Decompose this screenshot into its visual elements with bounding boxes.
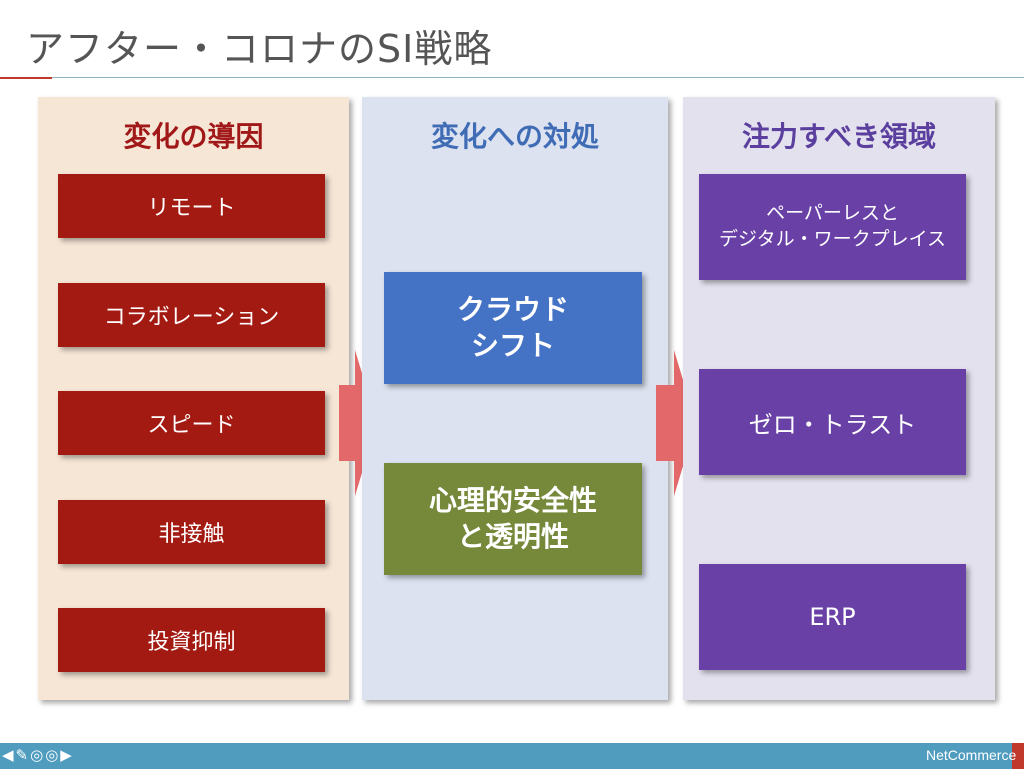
causes-panel: 変化の導因 リモート コラボレーション スピード 非接触 投資抑制	[38, 97, 349, 700]
cause-item-investment-restraint: 投資抑制	[58, 608, 325, 672]
footer-accent	[1012, 743, 1024, 769]
response-item-psychological-safety: 心理的安全性 と透明性	[384, 463, 642, 575]
focus-item-erp: ERP	[699, 564, 966, 670]
focus-heading: 注力すべき領域	[741, 120, 937, 153]
causes-heading: 変化の導因	[123, 120, 264, 153]
focus-item-paperless: ペーパーレスと デジタル・ワークプレイス	[699, 174, 966, 280]
cause-item-contactless: 非接触	[58, 500, 325, 564]
brand-logo: NetCommerce	[926, 747, 1017, 763]
focus-item-zero-trust: ゼロ・トラスト	[699, 369, 966, 475]
slide-nav-icons[interactable]: ◀✎◎◎▶	[2, 746, 74, 764]
slide-title: アフター・コロナのSI戦略	[26, 27, 493, 71]
responses-heading: 変化への対処	[430, 120, 599, 153]
cause-item-collaboration: コラボレーション	[58, 283, 325, 347]
title-underline	[52, 77, 1024, 78]
cause-item-speed: スピード	[58, 391, 325, 455]
title-underline-accent	[0, 77, 52, 79]
focus-panel: 注力すべき領域 ペーパーレスと デジタル・ワークプレイス ゼロ・トラスト ERP	[683, 97, 995, 700]
footer-bar	[0, 743, 1024, 769]
cause-item-remote: リモート	[58, 174, 325, 238]
response-item-cloud-shift: クラウド シフト	[384, 272, 642, 384]
responses-panel: 変化への対処 クラウド シフト 心理的安全性 と透明性	[362, 97, 668, 700]
